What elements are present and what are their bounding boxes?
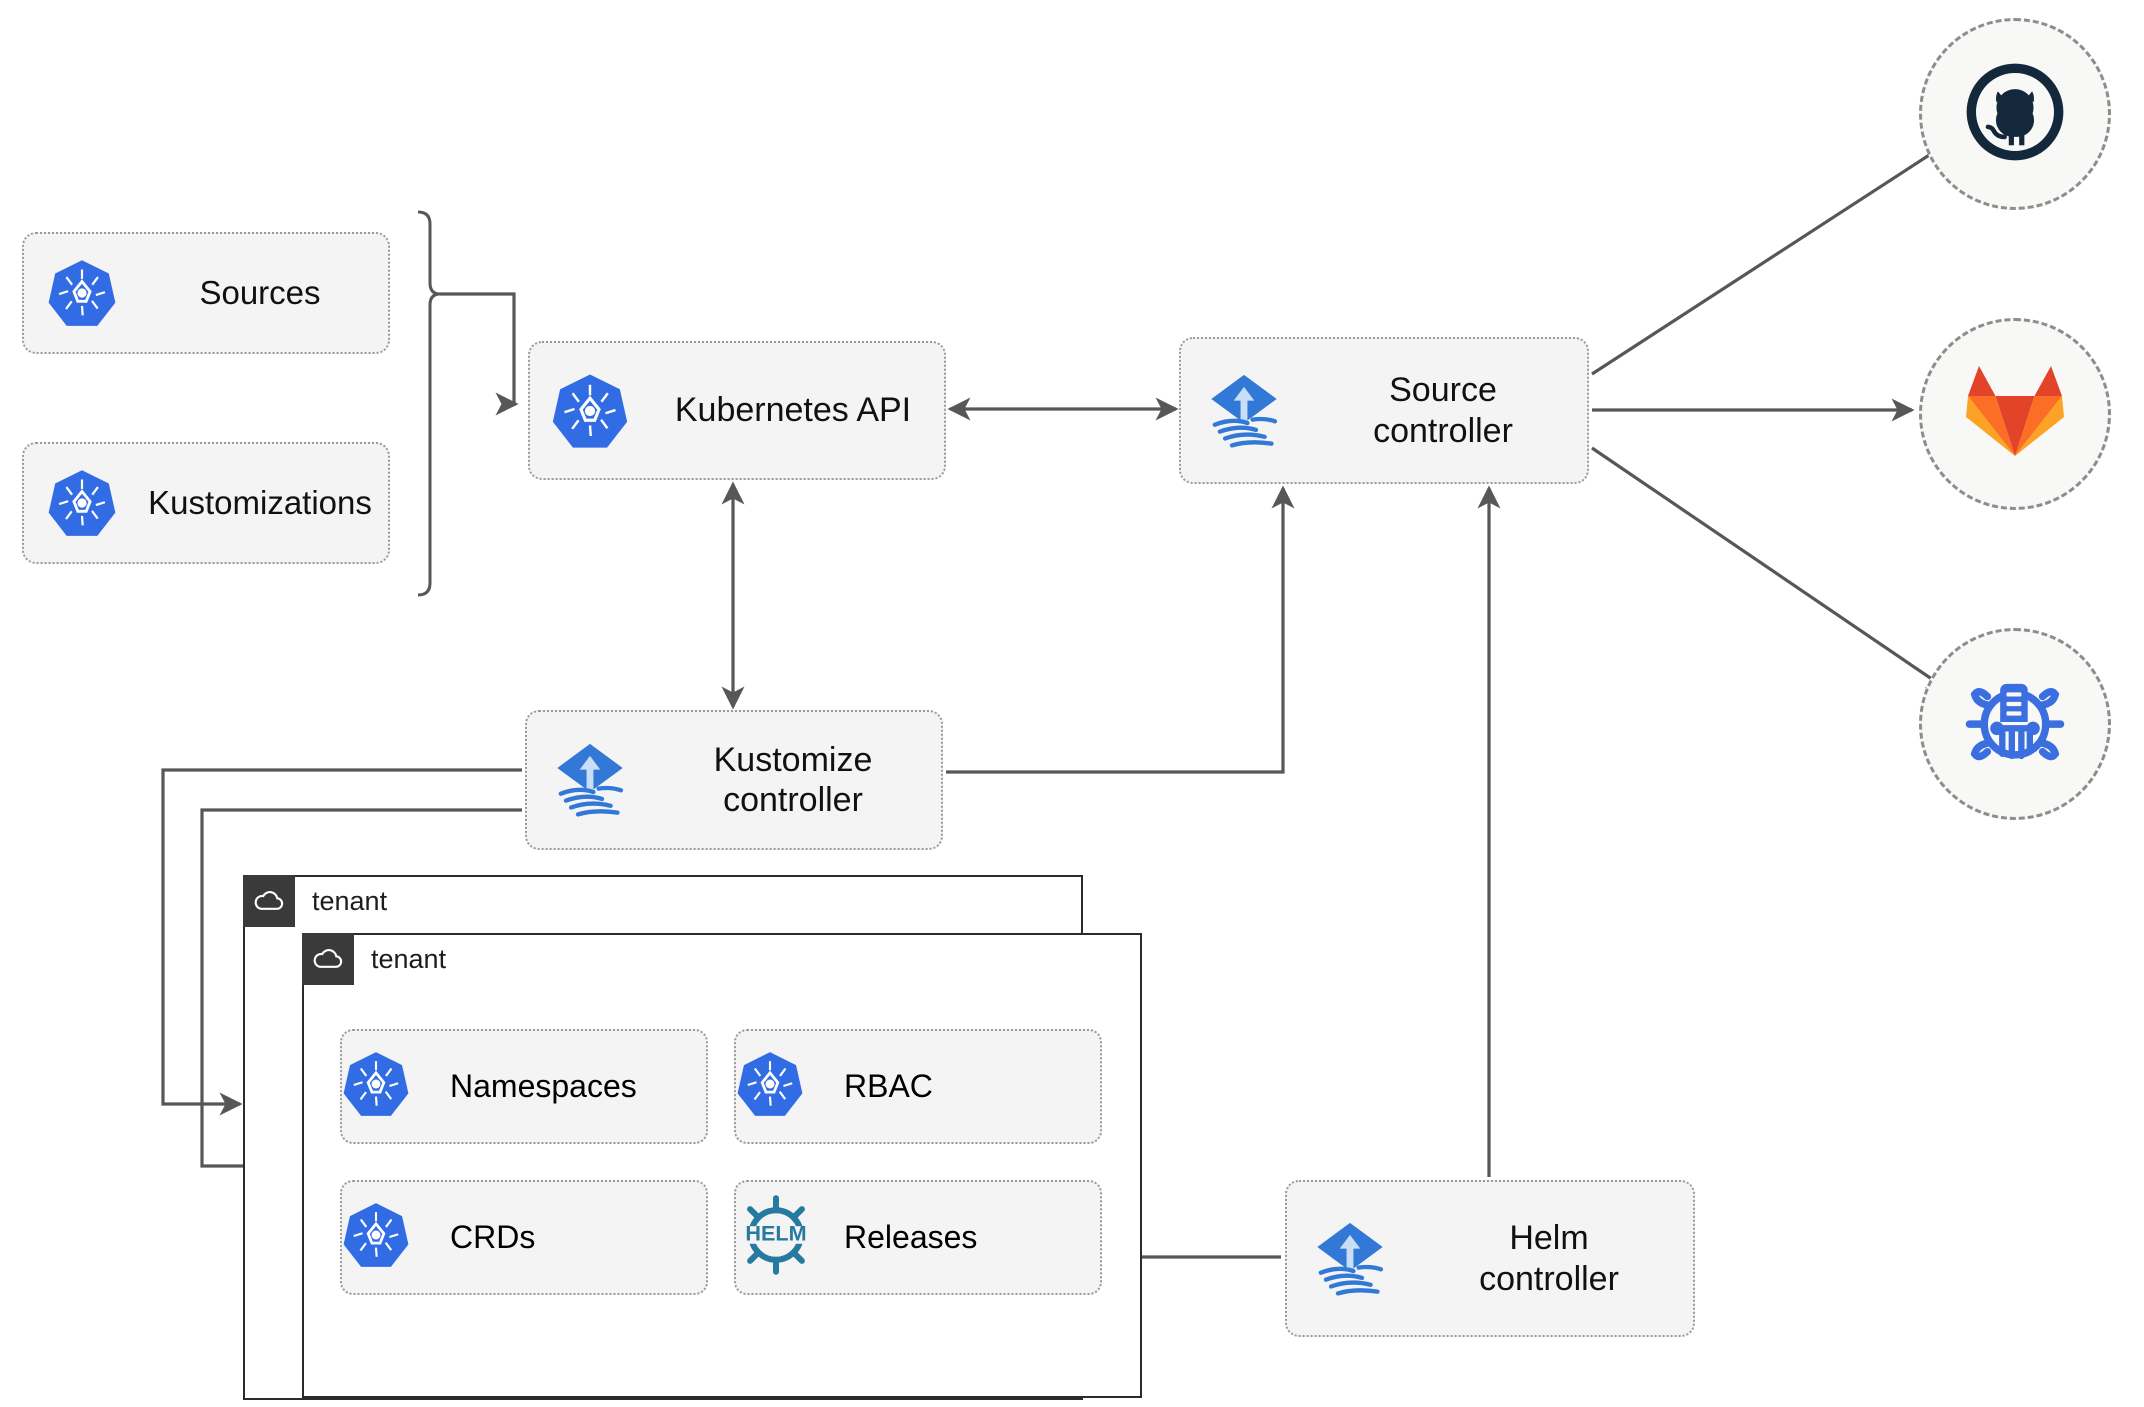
github-icon (1963, 60, 2067, 169)
tile-rbac[interactable]: RBAC (734, 1029, 1102, 1144)
edge-source-controller-to-helm-repository (1591, 446, 1951, 692)
tile-label: RBAC (844, 1068, 933, 1104)
tenant-container-front[interactable]: tenant (302, 933, 1142, 1398)
tile-label: Releases (844, 1219, 978, 1255)
edge-kustomize-controller-to-source-controller (946, 485, 1295, 774)
kubernetes-icon (530, 372, 650, 450)
node-label: Kustomizations (148, 483, 372, 521)
provider-github[interactable] (1919, 18, 2111, 210)
node-kustomizations[interactable]: Kustomizations (22, 442, 390, 564)
helm-repository-icon (1962, 669, 2068, 780)
flux-icon (527, 737, 653, 823)
edge-bracket-to-k8s-api (440, 292, 519, 416)
edge-source-controller-to-github (1591, 135, 1960, 376)
kubernetes-icon (736, 1050, 844, 1123)
tenant-label: tenant (371, 943, 447, 974)
tile-label: Namespaces (450, 1068, 637, 1104)
tenant-header: tenant (243, 875, 387, 927)
node-helm-controller[interactable]: Helm controller (1285, 1180, 1695, 1337)
flux-icon (1181, 368, 1307, 454)
helm-icon: HELM (736, 1195, 844, 1280)
provider-gitlab[interactable] (1919, 318, 2111, 510)
cloud-icon (302, 933, 354, 985)
node-sources[interactable]: Sources (22, 232, 390, 354)
node-label: Source controller (1373, 371, 1513, 450)
node-label: Kustomize controller (713, 740, 873, 819)
tile-namespaces[interactable]: Namespaces (340, 1029, 708, 1144)
kubernetes-icon (342, 1050, 450, 1123)
kubernetes-icon (24, 468, 140, 538)
svg-text:HELM: HELM (745, 1221, 806, 1246)
kubernetes-icon (342, 1201, 450, 1274)
node-kubernetes-api[interactable]: Kubernetes API (528, 341, 946, 480)
tenant-label: tenant (312, 885, 388, 916)
node-source-controller[interactable]: Source controller (1179, 337, 1589, 484)
tile-releases[interactable]: HELM Releases (734, 1180, 1102, 1295)
tile-crds[interactable]: CRDs (340, 1180, 708, 1295)
node-kustomize-controller[interactable]: Kustomize controller (525, 710, 943, 850)
flux-icon (1287, 1216, 1413, 1302)
node-label: Sources (199, 273, 321, 311)
node-label: Helm controller (1479, 1219, 1619, 1298)
gitlab-icon (1965, 364, 2065, 465)
kubernetes-icon (24, 258, 140, 328)
cloud-icon (243, 875, 295, 927)
provider-helm-repository[interactable] (1919, 628, 2111, 820)
tile-label: CRDs (450, 1219, 536, 1255)
tenant-header: tenant (302, 933, 446, 985)
node-label: Kubernetes API (674, 391, 912, 430)
edge-group-bracket (417, 210, 441, 597)
